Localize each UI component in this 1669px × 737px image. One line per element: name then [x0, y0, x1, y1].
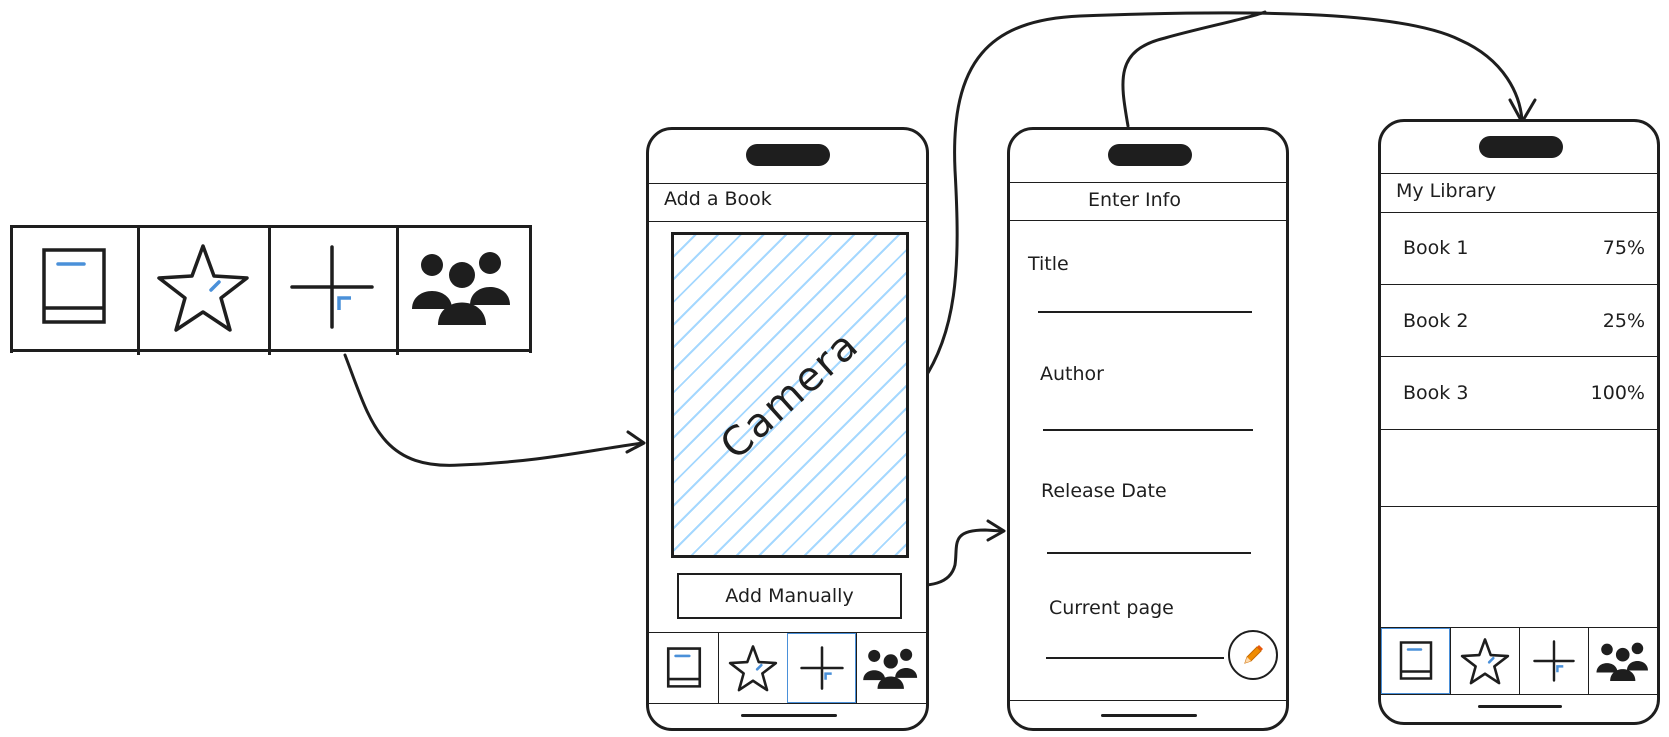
title-input[interactable] [1038, 311, 1252, 313]
plus-icon [1532, 640, 1575, 682]
phone-my-library: My Library Book 1 75% Book 2 25% Book 3 … [1378, 119, 1660, 725]
add-manually-button[interactable]: Add Manually [677, 573, 902, 619]
book-name: Book 1 [1403, 237, 1469, 259]
camera-label: Camera [711, 321, 869, 469]
people-icon [412, 252, 510, 325]
field-label-current-page: Current page [1049, 597, 1174, 619]
star-icon [156, 243, 249, 332]
notch [746, 144, 830, 166]
nav-item-book[interactable] [10, 225, 137, 349]
arrow-nav-to-add-book [343, 353, 645, 467]
nav-item-star[interactable] [137, 225, 268, 349]
tab-add[interactable] [1519, 628, 1588, 694]
tab-star[interactable] [718, 633, 787, 703]
notch [1108, 144, 1192, 166]
list-item[interactable]: Book 2 25% [1381, 284, 1657, 356]
edit-fab-button[interactable] [1228, 630, 1278, 680]
tab-community[interactable] [1588, 628, 1657, 694]
star-icon [728, 645, 777, 692]
release-date-input[interactable] [1047, 552, 1251, 554]
book-icon [1399, 641, 1432, 680]
plus-icon [290, 245, 374, 329]
page-title: My Library [1396, 180, 1497, 202]
field-label-release-date: Release Date [1041, 480, 1167, 502]
field-label-author: Author [1040, 363, 1104, 385]
page-title: Enter Info [1088, 189, 1181, 211]
page-title: Add a Book [664, 188, 772, 210]
list-item[interactable]: Book 3 100% [1381, 356, 1657, 429]
tab-community[interactable] [856, 633, 926, 703]
book-progress: 75% [1602, 237, 1645, 259]
arrow-enter-info-to-library [1121, 10, 1267, 128]
people-icon [1595, 642, 1648, 681]
tab-star[interactable] [1450, 628, 1519, 694]
plus-icon [799, 646, 844, 690]
field-label-title: Title [1028, 253, 1069, 275]
book-name: Book 2 [1403, 309, 1469, 332]
home-indicator [1478, 705, 1562, 708]
book-progress: 100% [1590, 382, 1645, 404]
list-item[interactable]: Book 1 75% [1381, 212, 1657, 284]
nav-item-community[interactable] [396, 225, 529, 349]
nav-item-add[interactable] [268, 225, 396, 349]
tab-book[interactable] [1381, 628, 1450, 694]
pencil-icon [1244, 645, 1263, 664]
book-name: Book 3 [1403, 382, 1469, 404]
star-icon [1460, 638, 1509, 685]
author-input[interactable] [1043, 429, 1253, 431]
empty-list-slot [1381, 429, 1657, 507]
current-page-input[interactable] [1046, 657, 1224, 659]
phone-enter-info: Enter Info Title Author Release Date Cur… [1007, 127, 1289, 731]
book-icon [666, 647, 701, 688]
arrow-camera-to-library [910, 11, 1524, 397]
people-icon [863, 648, 918, 689]
nav-bar-component [10, 225, 532, 355]
tab-book[interactable] [649, 633, 718, 703]
book-progress: 25% [1602, 309, 1645, 332]
camera-viewfinder[interactable]: Camera [671, 232, 909, 558]
notch [1479, 136, 1563, 158]
tab-add[interactable] [787, 633, 856, 703]
book-icon [41, 248, 106, 324]
home-indicator [741, 714, 837, 717]
phone-add-book: Add a Book Camera Add Manually [646, 127, 929, 731]
home-indicator [1101, 714, 1197, 717]
